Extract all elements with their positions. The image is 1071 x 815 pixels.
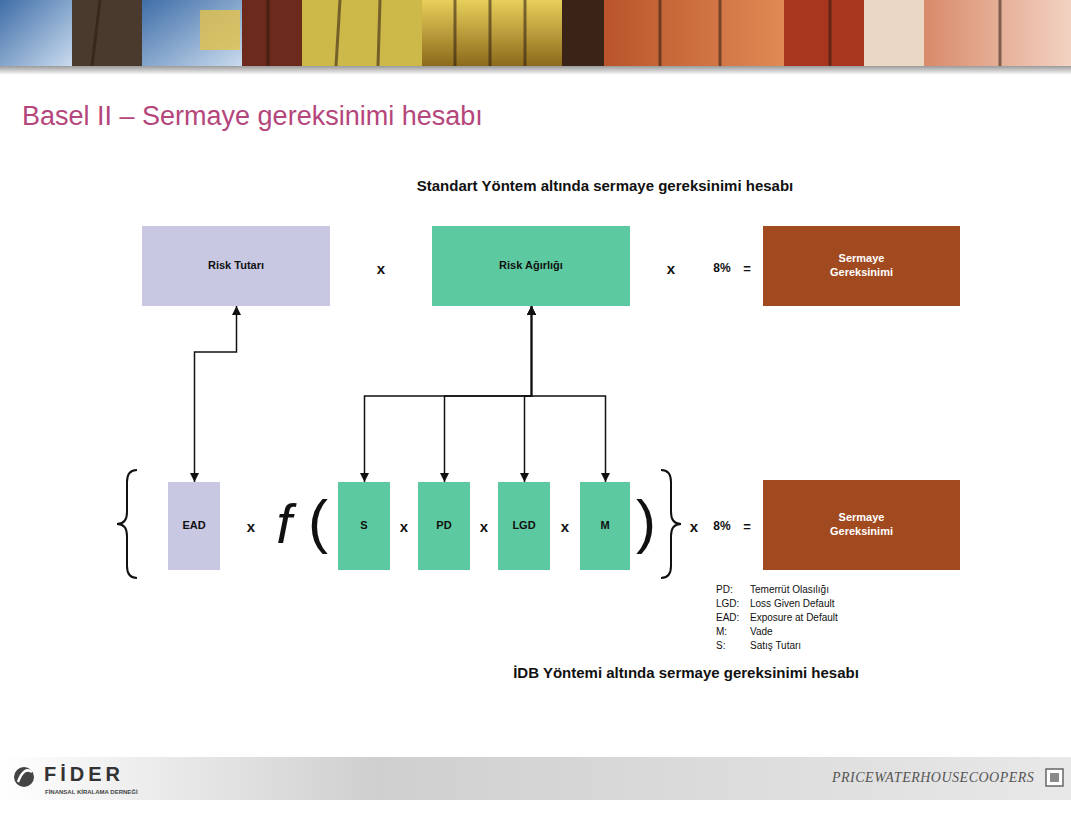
exposure-box: Risk Tutarı bbox=[142, 226, 330, 306]
key-text: Vade bbox=[750, 627, 773, 637]
pwc-logo-mark bbox=[1050, 773, 1059, 782]
banner-panel bbox=[302, 0, 422, 66]
factor-box: LGD bbox=[498, 482, 550, 570]
key-abbreviation: PD: bbox=[716, 585, 733, 595]
connector-arrow bbox=[365, 306, 532, 482]
banner-panel bbox=[142, 0, 242, 66]
connector-arrow bbox=[195, 306, 237, 482]
curly-brace bbox=[661, 470, 681, 578]
logo-text: FİDER bbox=[44, 764, 124, 784]
key-text: Loss Given Default bbox=[750, 599, 835, 609]
factor-box: S bbox=[338, 482, 390, 570]
box-label: S bbox=[360, 519, 367, 533]
box-label: M bbox=[600, 519, 609, 533]
box-label: Risk Tutarı bbox=[208, 259, 264, 273]
key-abbreviation: S: bbox=[716, 641, 725, 651]
factor-box: Risk Ağırlığı bbox=[432, 226, 630, 306]
connector-arrow bbox=[445, 306, 532, 482]
key-abbreviation: LGD: bbox=[716, 599, 739, 609]
curly-brace bbox=[117, 470, 137, 578]
operator: x bbox=[480, 519, 488, 534]
banner-panel bbox=[72, 0, 142, 66]
factor-box: PD bbox=[418, 482, 470, 570]
subtitle: Standart Yöntem altında sermaye gereksin… bbox=[417, 178, 794, 193]
function-symbol: f bbox=[276, 496, 292, 552]
banner-panel bbox=[864, 0, 924, 66]
banner-columns bbox=[92, 0, 1000, 66]
key-text: Temerrüt Olasılığı bbox=[750, 585, 829, 595]
percent: 8% bbox=[713, 262, 730, 274]
logo-subtext: FİNANSAL KİRALAMA DERNEĞİ bbox=[45, 789, 138, 795]
box-label: PD bbox=[436, 519, 451, 533]
parenthesis: ( bbox=[308, 492, 328, 552]
operator: x bbox=[377, 261, 385, 276]
operator: = bbox=[743, 520, 751, 533]
fider-logo-mark bbox=[14, 767, 34, 787]
connector-arrow bbox=[532, 306, 606, 482]
subtitle: İDB Yöntemi altında sermaye gereksinimi … bbox=[513, 665, 859, 680]
banner-panel bbox=[604, 0, 784, 66]
banner-panel bbox=[0, 0, 72, 66]
connector-arrow bbox=[525, 306, 532, 482]
percent: 8% bbox=[713, 520, 730, 532]
box-label: LGD bbox=[512, 519, 535, 533]
factor-box: M bbox=[580, 482, 630, 570]
footer-band bbox=[0, 757, 1071, 800]
fider-logo-mark bbox=[18, 770, 32, 782]
operator: x bbox=[561, 519, 569, 534]
photo-banner bbox=[0, 0, 1071, 75]
key-abbreviation: EAD: bbox=[716, 613, 739, 623]
operator: x bbox=[400, 519, 408, 534]
slide-title: Basel II – Sermaye gereksinimi hesabı bbox=[22, 102, 483, 132]
banner-panel bbox=[562, 0, 604, 66]
banner-panel bbox=[422, 0, 562, 66]
box-label: Sermaye Gereksinimi bbox=[817, 511, 907, 539]
banner-panel bbox=[242, 0, 302, 66]
parenthesis: ) bbox=[636, 492, 656, 552]
banner-shadow bbox=[0, 66, 1071, 75]
banner-panel bbox=[200, 10, 240, 50]
operator: = bbox=[743, 262, 751, 275]
box-label: Sermaye Gereksinimi bbox=[817, 252, 907, 280]
banner-panel bbox=[924, 0, 1071, 66]
key-text: Satış Tutarı bbox=[750, 641, 801, 651]
exposure-box: EAD bbox=[168, 482, 220, 570]
pwc-logo-mark bbox=[1046, 769, 1063, 786]
banner-panel bbox=[784, 0, 864, 66]
key-text: Exposure at Default bbox=[750, 613, 838, 623]
operator: x bbox=[690, 519, 698, 534]
box-label: Risk Ağırlığı bbox=[499, 259, 563, 273]
logo-text: PRICEWATERHOUSECOOPERS bbox=[832, 771, 1034, 785]
result-box: Sermaye Gereksinimi bbox=[763, 480, 960, 570]
box-label: EAD bbox=[182, 519, 205, 533]
key-abbreviation: M: bbox=[716, 627, 727, 637]
operator: x bbox=[247, 519, 255, 534]
operator: x bbox=[667, 261, 675, 276]
result-box: Sermaye Gereksinimi bbox=[763, 226, 960, 306]
